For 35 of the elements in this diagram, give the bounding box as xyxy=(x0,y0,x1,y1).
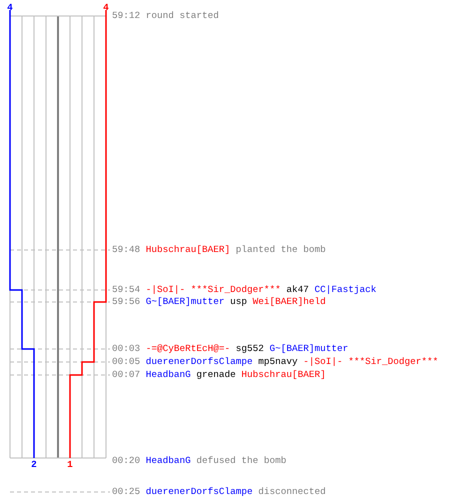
player-name: CC|Fastjack xyxy=(314,284,376,295)
weapon-name: usp xyxy=(230,296,247,307)
event-text: round started xyxy=(146,10,219,21)
player-count: 4 xyxy=(6,3,14,13)
time-label: 00:25 xyxy=(112,486,140,497)
player-name: duerenerDorfsClampe xyxy=(146,486,253,497)
time-label: 00:03 xyxy=(112,343,140,354)
time-label: 59:48 xyxy=(112,244,140,255)
event-text: disconnected xyxy=(258,486,326,497)
weapon-name: sg552 xyxy=(236,343,264,354)
player-name: G~[BAER]mutter xyxy=(146,296,224,307)
player-name: duerenerDorfsClampe xyxy=(146,356,253,367)
player-count: 4 xyxy=(102,3,110,13)
time-label: 59:54 xyxy=(112,284,140,295)
player-name: Hubschrau[BAER] xyxy=(241,369,326,380)
player-name: -=@CyBeRtEcH@=- xyxy=(146,343,230,354)
time-label: 00:05 xyxy=(112,356,140,367)
weapon-name: ak47 xyxy=(286,284,309,295)
weapon-name: grenade xyxy=(196,369,236,380)
player-count: 2 xyxy=(30,460,38,470)
player-name: G~[BAER]mutter xyxy=(269,343,348,354)
weapon-name: mp5navy xyxy=(258,356,298,367)
time-label: 00:07 xyxy=(112,369,140,380)
time-label: 00:20 xyxy=(112,455,140,466)
event-text: defused the bomb xyxy=(196,455,286,466)
player-name: HeadbanG xyxy=(146,455,191,466)
player-name: Wei[BAER]held xyxy=(252,296,326,307)
player-name: -|SoI|- ***Sir_Dodger*** xyxy=(303,356,438,367)
player-name: -|SoI|- ***Sir_Dodger*** xyxy=(146,284,281,295)
player-name: Hubschrau[BAER] xyxy=(146,244,230,255)
event-text: planted the bomb xyxy=(236,244,326,255)
player-name: HeadbanG xyxy=(146,369,191,380)
time-label: 59:12 xyxy=(112,10,140,21)
time-label: 59:56 xyxy=(112,296,140,307)
player-count: 1 xyxy=(66,460,74,470)
